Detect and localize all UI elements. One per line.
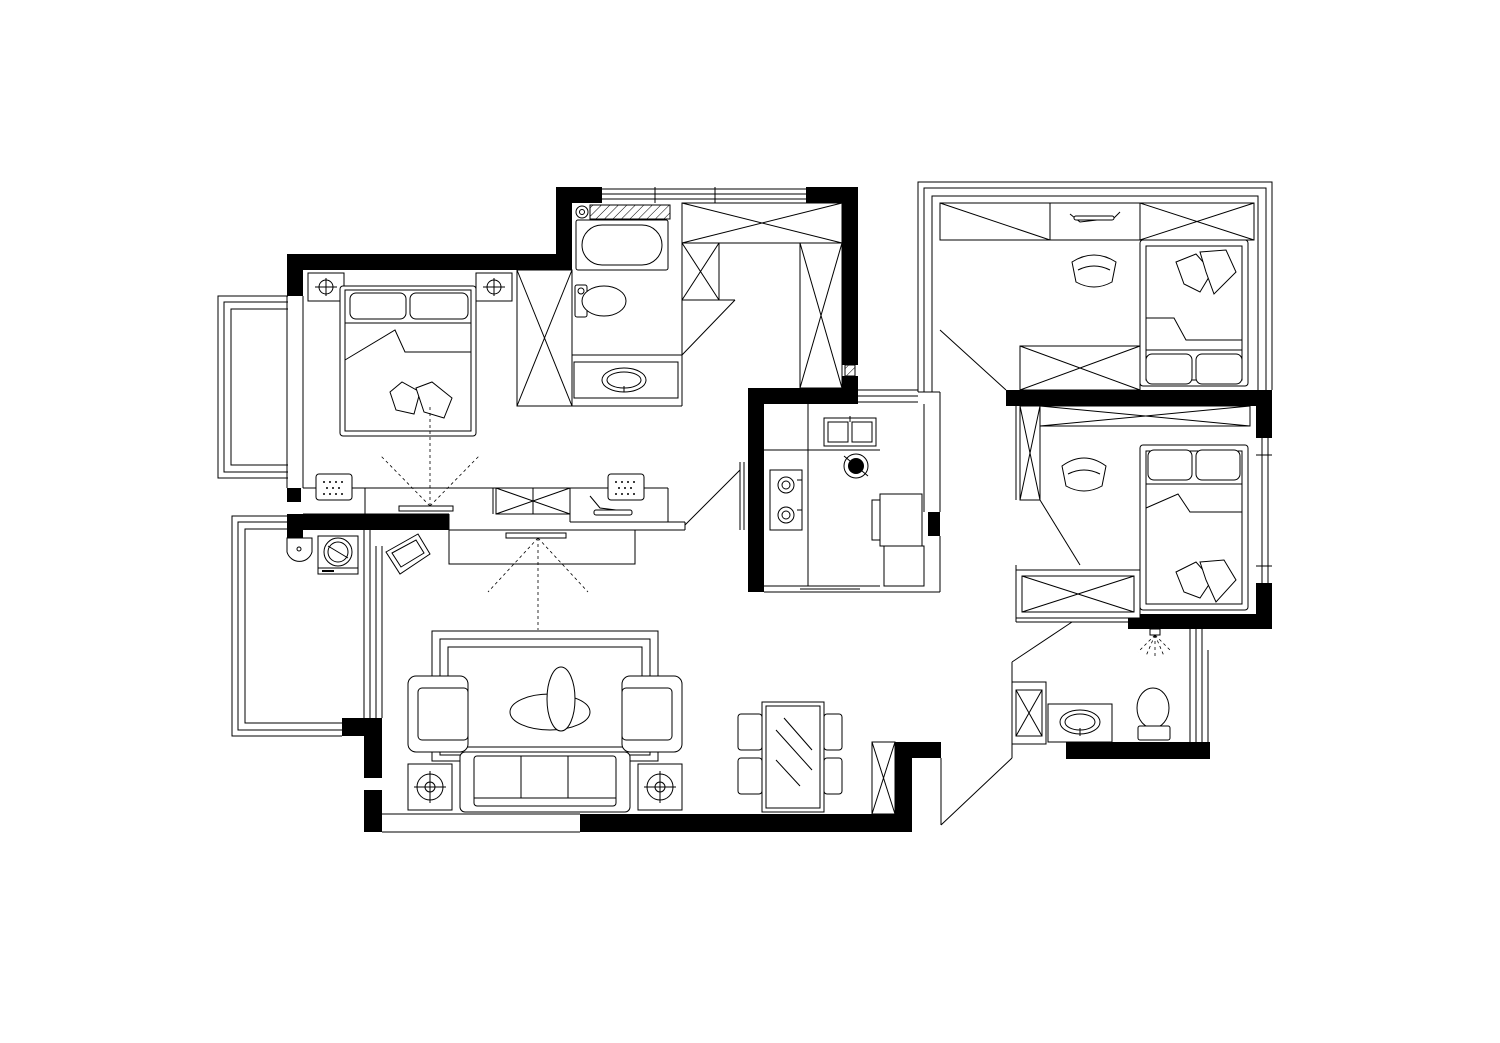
right-bedroom-balcony [917, 181, 1273, 392]
double-bed [339, 285, 477, 437]
master-bedroom [307, 269, 645, 516]
kitchen [764, 404, 925, 587]
closet-right [799, 242, 843, 389]
vanity-sink-master [573, 361, 679, 399]
wardrobe-study [1139, 202, 1255, 241]
pillow-pile [1175, 249, 1237, 295]
nightstand-left [307, 272, 345, 302]
mop-sink [286, 537, 313, 562]
second-bedroom [1015, 405, 1251, 619]
study-bedroom [939, 202, 1255, 391]
glass-dining-table [761, 701, 825, 813]
shoe-cabinet [871, 741, 896, 815]
wardrobe-second-bottom [1015, 569, 1141, 619]
dresser [315, 473, 353, 501]
single-bed [1139, 444, 1249, 611]
closet-small [681, 242, 720, 301]
laundry-balcony-fixtures [286, 533, 431, 575]
storage-cabinet [495, 487, 571, 515]
guest-bathroom [1011, 628, 1173, 745]
cook-figure [843, 453, 869, 479]
side-table-right [637, 763, 683, 811]
sofa [459, 751, 631, 813]
chair-study [1071, 254, 1117, 288]
tv-unit-bedroom [379, 406, 481, 512]
armchair-left [407, 675, 469, 753]
walls [287, 187, 1272, 832]
master-bathroom [573, 204, 679, 399]
fridge [871, 493, 925, 587]
bunk-bed [1139, 239, 1249, 387]
desk-second [1039, 405, 1251, 427]
toilet-guest [1136, 687, 1171, 741]
basket [385, 533, 431, 575]
pillow-pile [1175, 559, 1237, 603]
chair-second [1061, 457, 1107, 492]
side-table-left [407, 763, 453, 811]
vanity-desk [589, 473, 645, 516]
pillow-pile [389, 381, 453, 419]
cabinet-guest [1011, 681, 1047, 745]
left-bedroom-balcony [217, 295, 288, 479]
dining-chair [823, 713, 843, 751]
laundry-balcony [231, 515, 342, 737]
gas-stove [769, 469, 803, 531]
dining-chair [823, 757, 843, 795]
washing-machine [317, 535, 359, 575]
dining-chair [737, 713, 763, 751]
wardrobe-bedroom [516, 269, 573, 407]
bathtub [575, 219, 669, 271]
armchair-right [621, 675, 683, 753]
desk-study [939, 202, 1141, 241]
double-sink [823, 416, 877, 447]
nightstand-right [475, 272, 513, 302]
shower [1137, 628, 1173, 658]
vanity-sink-guest [1047, 703, 1113, 743]
dining-area [737, 701, 896, 815]
wardrobe-second-left [1019, 405, 1041, 501]
storage-study [1019, 345, 1141, 391]
living-room [407, 529, 683, 813]
walk-in-closet [681, 202, 856, 389]
closet-top [681, 202, 843, 244]
dining-chair [737, 757, 763, 795]
tv-cabinet-living [448, 529, 636, 630]
toilet-master [574, 284, 627, 318]
coffee-table [509, 666, 591, 732]
